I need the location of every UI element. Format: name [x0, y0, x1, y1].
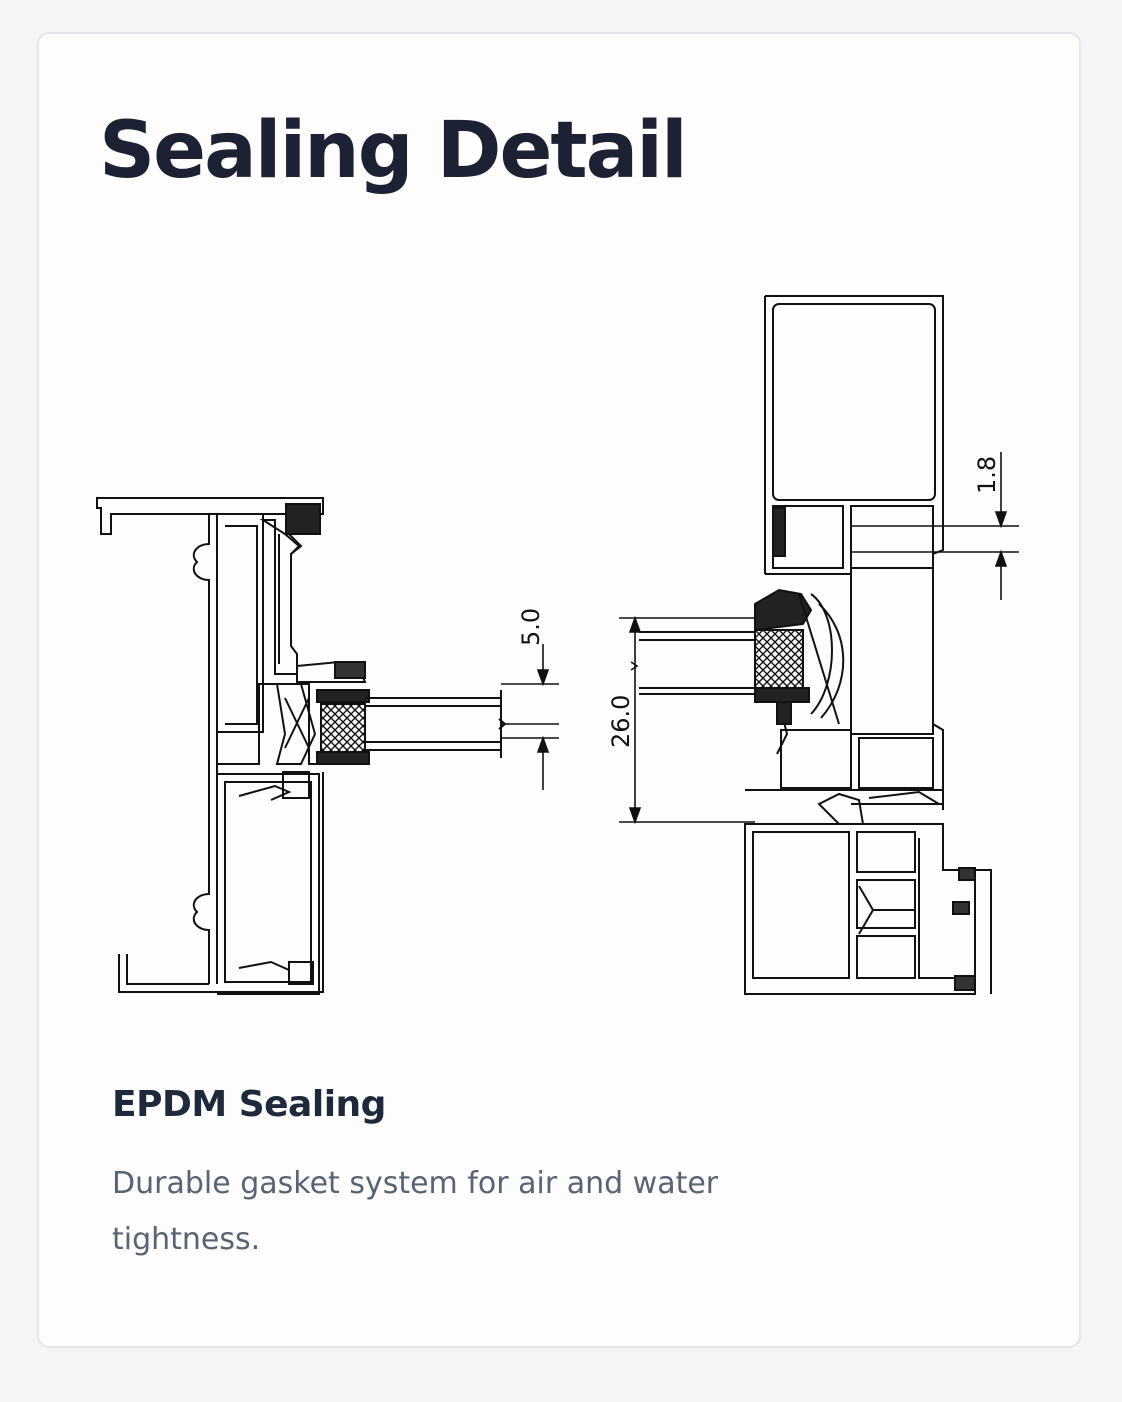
- dimension-5-0: [501, 644, 559, 790]
- dimension-label-1-8: 1.8: [973, 456, 1001, 494]
- dimension-label-26-0: 26.0: [607, 695, 635, 748]
- feature-description: Durable gasket system for air and water …: [112, 1166, 719, 1257]
- sealing-cross-section-drawing: 5.0: [96, 295, 1019, 995]
- feature-title: EPDM Sealing: [112, 1084, 386, 1125]
- dimension-label-5-0: 5.0: [517, 608, 545, 646]
- dimension-26-0: [619, 615, 755, 825]
- page-title: Sealing Detail: [99, 106, 688, 196]
- dimension-1-8: [851, 452, 1019, 600]
- left-frame-profile: [96, 497, 507, 995]
- right-sash-profile: [639, 295, 992, 995]
- feature-card: Sealing Detail: [37, 32, 1081, 1348]
